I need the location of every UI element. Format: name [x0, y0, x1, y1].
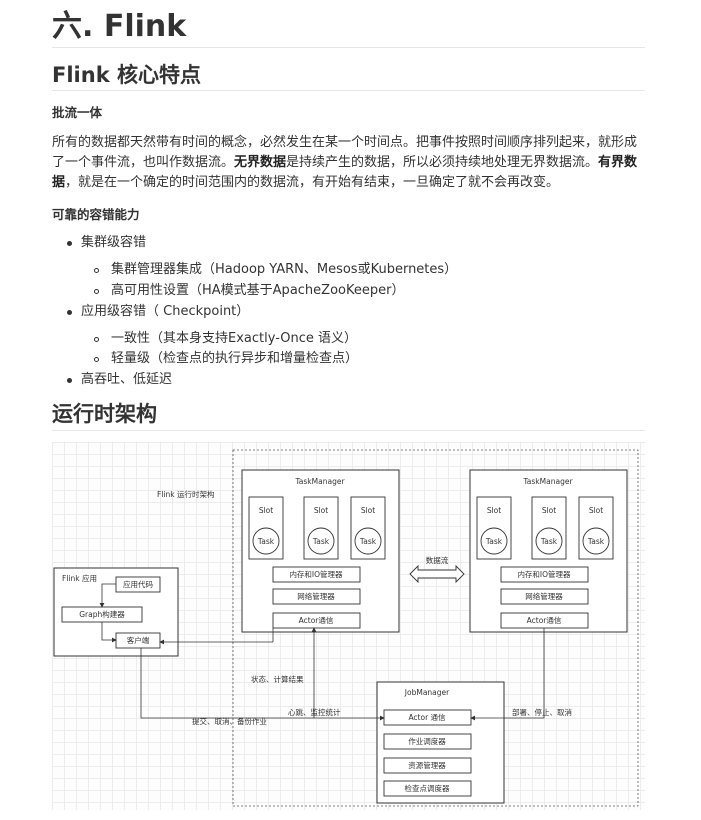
- graph-builder: Graph构建器: [79, 609, 125, 619]
- list-subitem-ha: 高可用性设置（HA模式基于ApacheZooKeeper）: [111, 283, 405, 298]
- slot-label: Slot: [361, 506, 375, 515]
- resource-manager: 资源管理器: [408, 760, 446, 770]
- circle-bullet-icon: [94, 337, 99, 342]
- subheading-batch-stream: 批流一体: [52, 105, 103, 120]
- task-manager-right: TaskManager Slot Task Slot Task Slot Tas…: [469, 469, 628, 633]
- network-manager: 网络管理器: [297, 591, 335, 601]
- slot: Slot Task: [248, 496, 284, 560]
- bullet-icon: [67, 241, 72, 246]
- diagram-caption: Flink 运行时架构: [157, 489, 215, 499]
- job-manager-label: JobManager: [404, 688, 450, 697]
- job-manager: JobManager Actor 通信 作业调度器 资源管理器 检查点调度器: [376, 681, 505, 804]
- bullet-icon: [67, 310, 72, 315]
- slot: Slot Task: [578, 496, 614, 560]
- bold-term: 有界数据: [52, 155, 638, 190]
- memory-io-manager: 内存和IO管理器: [289, 569, 343, 579]
- circle-bullet-icon: [94, 289, 99, 294]
- memory-io-manager: 内存和IO管理器: [517, 569, 571, 579]
- task-label: Task: [587, 537, 605, 546]
- slot-label: Slot: [314, 506, 328, 515]
- runtime-architecture-diagram: Flink 运行时架构 TaskManager Slot Task Slot T…: [52, 442, 645, 810]
- flink-application: Flink 应用 应用代码 Graph构建器 客户端: [53, 567, 179, 657]
- section-heading-core-features: Flink 核心特点: [52, 63, 201, 87]
- task-label: Task: [540, 537, 558, 546]
- list-item-app-ft: 应用级容错（ Checkpoint）: [81, 304, 250, 319]
- cluster-boundary: [232, 449, 639, 807]
- actor-communication: Actor通信: [527, 615, 562, 625]
- submit-label: 提交、取消、备份作业: [192, 716, 267, 726]
- paragraph-batch-stream: 所有的数据都天然带有时间的概念，必然发生在某一个时间点。把事件按照时间顺序排列起…: [52, 133, 645, 193]
- checkpoint-scheduler: 检查点调度器: [405, 783, 450, 793]
- task-manager-label: TaskManager: [294, 477, 345, 486]
- slot-label: Slot: [542, 506, 556, 515]
- task-label: Task: [485, 537, 503, 546]
- circle-bullet-icon: [94, 268, 99, 273]
- paragraph-text: 所有的数据都天然带有时间的概念，必然发生在某一个时间点。把事件按照时间顺序排列起…: [52, 135, 638, 170]
- subheading-fault-tolerance: 可靠的容错能力: [52, 207, 140, 222]
- heartbeat-label: 心跳、监控统计: [288, 707, 341, 717]
- job-scheduler: 作业调度器: [408, 736, 446, 746]
- circle-bullet-icon: [94, 357, 99, 362]
- list-subitem-cluster-manager: 集群管理器集成（Hadoop YARN、Mesos或Kubernetes）: [111, 262, 458, 277]
- data-stream-label: 数据流: [426, 555, 449, 565]
- client: 客户端: [127, 635, 150, 645]
- app-code: 应用代码: [123, 579, 153, 589]
- task-manager-label: TaskManager: [522, 477, 573, 486]
- network-manager: 网络管理器: [525, 591, 563, 601]
- list-item-throughput: 高吞吐、低延迟: [81, 372, 173, 387]
- slot-label: Slot: [589, 506, 603, 515]
- app-box-label: Flink 应用: [62, 573, 97, 583]
- double-arrow-icon: [409, 564, 465, 584]
- paragraph-text: ，就是在一个确定的时间范围内的数据流，有开始有结束，一旦确定了就不会再改变。: [65, 175, 560, 190]
- task-label: Task: [257, 537, 275, 546]
- title-divider: [52, 47, 645, 48]
- status-result-label: 状态、计算结果: [251, 674, 304, 684]
- slot: Slot Task: [476, 496, 512, 560]
- slot-label: Slot: [259, 506, 273, 515]
- list-subitem-consistency: 一致性（其本身支持Exactly-Once 语义）: [111, 331, 357, 346]
- section-heading-runtime: 运行时架构: [52, 402, 157, 426]
- bullet-icon: [67, 378, 72, 383]
- bold-term: 无界数据: [234, 155, 287, 170]
- deploy-label: 部署、停止、取消: [512, 707, 572, 717]
- slot: Slot Task: [303, 496, 339, 560]
- task-manager-left: TaskManager Slot Task Slot Task Slot Tas…: [241, 469, 400, 633]
- slot: Slot Task: [531, 496, 567, 560]
- slot-label: Slot: [487, 506, 501, 515]
- list-subitem-lightweight: 轻量级（检查点的执行异步和增量检查点）: [111, 351, 359, 366]
- section-divider: [52, 430, 645, 431]
- paragraph-text: 是持续产生的数据，所以必须持续地处理无界数据流。: [286, 155, 599, 170]
- task-label: Task: [312, 537, 330, 546]
- list-item-cluster-ft: 集群级容错: [81, 235, 147, 250]
- task-label: Task: [359, 537, 377, 546]
- jm-actor-communication: Actor 通信: [408, 712, 446, 722]
- actor-communication: Actor通信: [299, 615, 334, 625]
- section-divider: [52, 90, 645, 91]
- page-title: 六. Flink: [52, 9, 187, 44]
- slot: Slot Task: [350, 496, 386, 560]
